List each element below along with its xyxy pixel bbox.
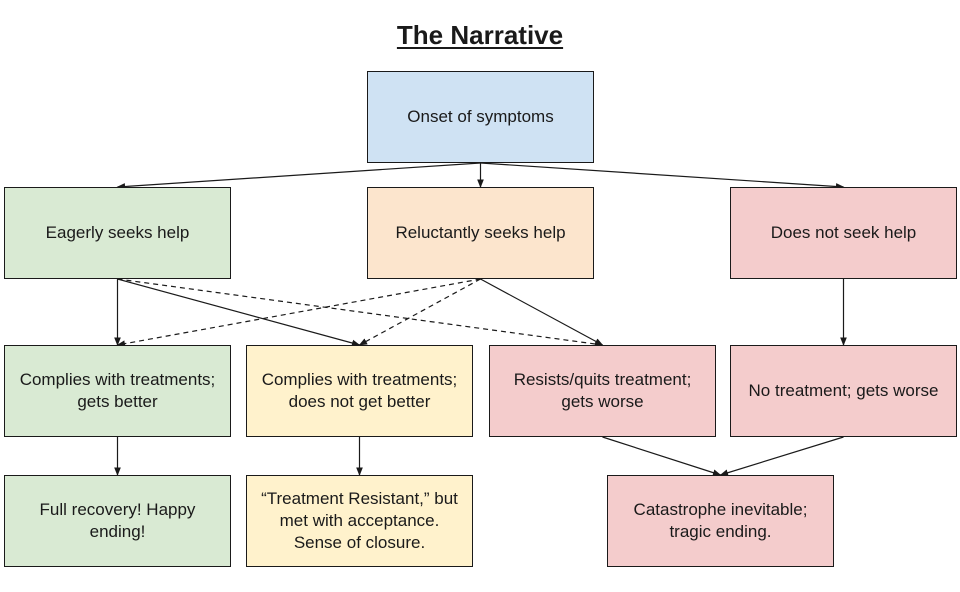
diagram-title: The Narrative	[396, 20, 564, 50]
edge-reluctant-to-comply_better	[116, 278, 481, 347]
edge-eager-to-comply_no_better	[117, 278, 361, 347]
node-resists-quits-treatment[interactable]: Resists/quits treatment; gets worse	[489, 345, 716, 437]
edge-eager-to-resists	[117, 278, 604, 348]
node-catastrophe[interactable]: Catastrophe inevitable; tragic ending.	[607, 475, 834, 567]
node-full-recovery[interactable]: Full recovery! Happy ending!	[4, 475, 231, 567]
node-reluctantly-seeks-help[interactable]: Reluctantly seeks help	[367, 187, 594, 279]
edge-resists-to-catastrophe	[602, 436, 722, 476]
edge-reluctant-to-resists	[480, 278, 604, 346]
node-complies-gets-better[interactable]: Complies with treatments; gets better	[4, 345, 231, 437]
node-eagerly-seeks-help[interactable]: Eagerly seeks help	[4, 187, 231, 279]
edge-reluctant-to-comply_no_better	[358, 278, 481, 346]
node-treatment-resistant[interactable]: “Treatment Resistant,” but met with acce…	[246, 475, 473, 567]
edge-onset-to-no_help	[480, 162, 845, 190]
edge-onset-to-eager	[116, 162, 481, 190]
node-does-not-seek-help[interactable]: Does not seek help	[730, 187, 957, 279]
node-no-treatment-gets-worse[interactable]: No treatment; gets worse	[730, 345, 957, 437]
node-complies-does-not-get-better[interactable]: Complies with treatments; does not get b…	[246, 345, 473, 437]
node-onset-of-symptoms[interactable]: Onset of symptoms	[367, 71, 594, 163]
edge-no_treatment-to-catastrophe	[719, 436, 844, 476]
